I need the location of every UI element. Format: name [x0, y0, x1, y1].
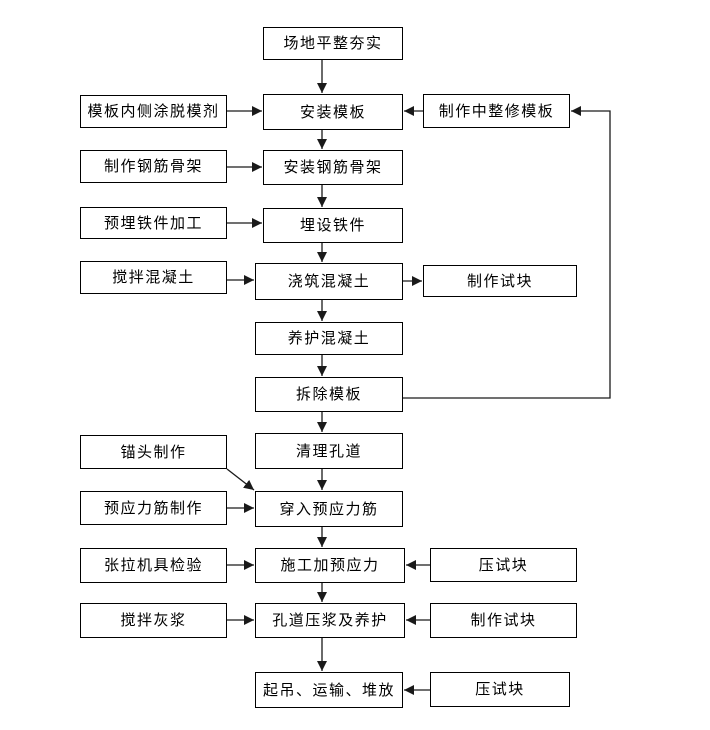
flow-node-press-test-block-1: 压试块 [430, 548, 577, 582]
flow-node-install-formwork: 安装模板 [263, 94, 403, 130]
flow-node-tendon-making: 预应力筋制作 [80, 491, 227, 525]
flow-node-cure-concrete: 养护混凝土 [255, 322, 403, 355]
flow-node-coat-release-agent: 模板内侧涂脱模剂 [80, 95, 227, 128]
flow-node-process-embedded-iron: 预埋铁件加工 [80, 207, 227, 239]
flow-node-repair-formwork: 制作中整修模板 [423, 94, 570, 128]
flow-node-duct-grouting-curing: 孔道压浆及养护 [255, 603, 405, 638]
flow-node-make-test-blocks-2: 制作试块 [430, 603, 577, 638]
flow-node-apply-prestress: 施工加预应力 [255, 548, 405, 583]
flow-node-clean-ducts: 清理孔道 [255, 433, 403, 469]
arrow-remove-formwork-to-repair-formwork [403, 106, 611, 399]
flow-node-pour-concrete: 浇筑混凝土 [255, 263, 403, 300]
flow-node-mix-concrete: 搅拌混凝土 [80, 261, 227, 294]
flow-node-make-rebar-cage: 制作钢筋骨架 [80, 150, 227, 183]
flow-node-install-rebar-cage: 安装钢筋骨架 [263, 150, 403, 185]
flow-node-remove-formwork: 拆除模板 [255, 377, 403, 412]
flow-node-site-leveling: 场地平整夯实 [263, 27, 403, 60]
flow-node-thread-tendons: 穿入预应力筋 [255, 491, 403, 527]
flow-node-make-test-blocks-1: 制作试块 [423, 265, 577, 297]
flow-node-press-test-block-2: 压试块 [430, 672, 570, 707]
flow-node-anchor-head-making: 锚头制作 [80, 435, 227, 469]
flow-node-embed-iron-parts: 埋设铁件 [263, 208, 403, 243]
flow-node-mortar-mixing: 搅拌灰浆 [80, 603, 227, 638]
flow-node-tensioning-equipment-check: 张拉机具检验 [80, 548, 227, 583]
arrow-anchor-head-to-thread-tendons [226, 468, 255, 491]
flow-node-lift-transport-stack: 起吊、运输、堆放 [255, 672, 403, 708]
